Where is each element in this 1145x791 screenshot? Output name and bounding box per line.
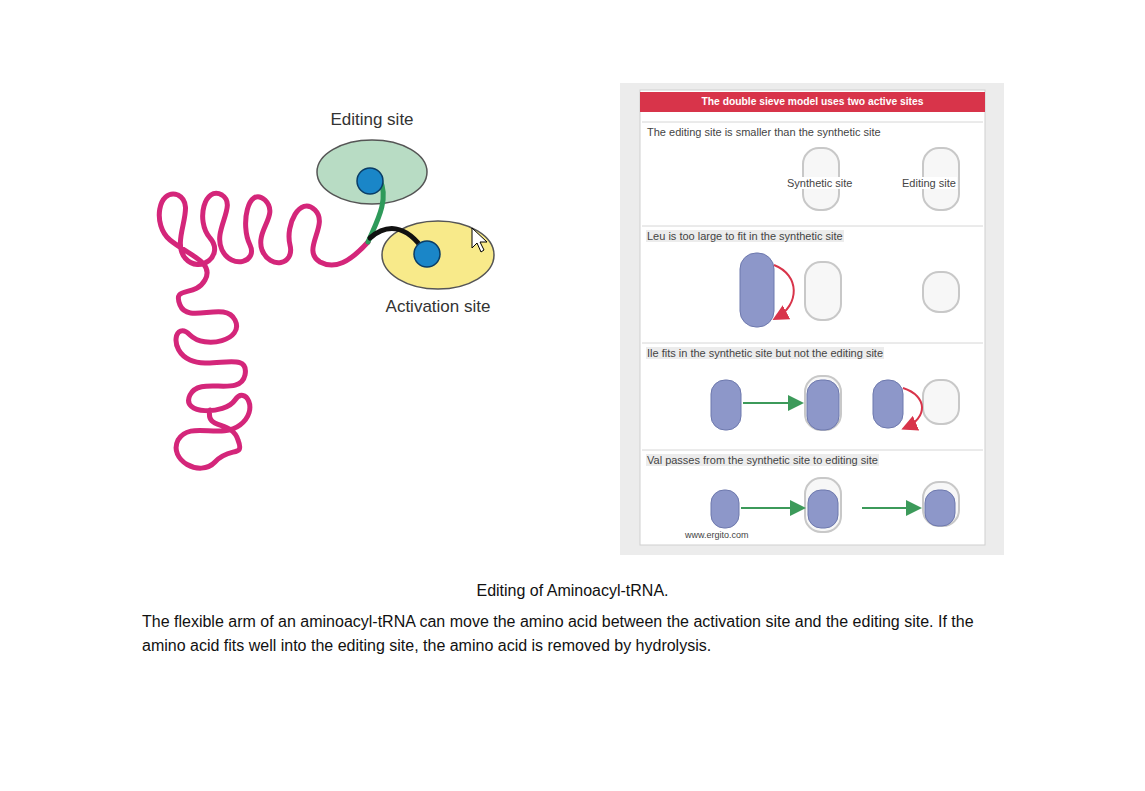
site-name: Editing site <box>901 177 957 189</box>
amino-acid-shapes <box>711 253 955 528</box>
node-label: Activation site <box>352 297 524 317</box>
editing-site: Editing site <box>317 140 427 204</box>
editing-site-shape <box>317 140 427 204</box>
protein-chain <box>159 193 368 468</box>
panel-ground <box>640 90 985 545</box>
panel-note: Leu is too large to fit in the synthetic… <box>646 230 844 242</box>
site-pockets <box>803 148 959 532</box>
cursor <box>472 228 487 252</box>
amino-acid-dot <box>414 241 440 267</box>
figure-title: Editing of Aminoacyl-tRNA. <box>0 582 1145 600</box>
figure-caption: The flexible arm of an aminoacyl-tRNA ca… <box>142 610 1002 658</box>
activation-site: Activation site <box>382 221 494 289</box>
arrows <box>741 265 922 508</box>
panel-note: The editing site is smaller than the syn… <box>646 126 882 138</box>
amino-acid-dot <box>357 168 383 194</box>
node-label: Editing site <box>297 110 447 130</box>
panel-frame <box>620 83 1004 555</box>
watermark: www.ergito.com <box>684 530 750 540</box>
panel-title-bar: The double sieve model uses two active s… <box>640 92 985 112</box>
section-lines <box>642 122 983 450</box>
panel-note: Ile fits in the synthetic site but not t… <box>646 347 884 359</box>
node-label: The double sieve model uses two active s… <box>640 92 985 112</box>
panel-note: Val passes from the synthetic site to ed… <box>646 454 879 466</box>
site-name: Synthetic site <box>786 177 853 189</box>
